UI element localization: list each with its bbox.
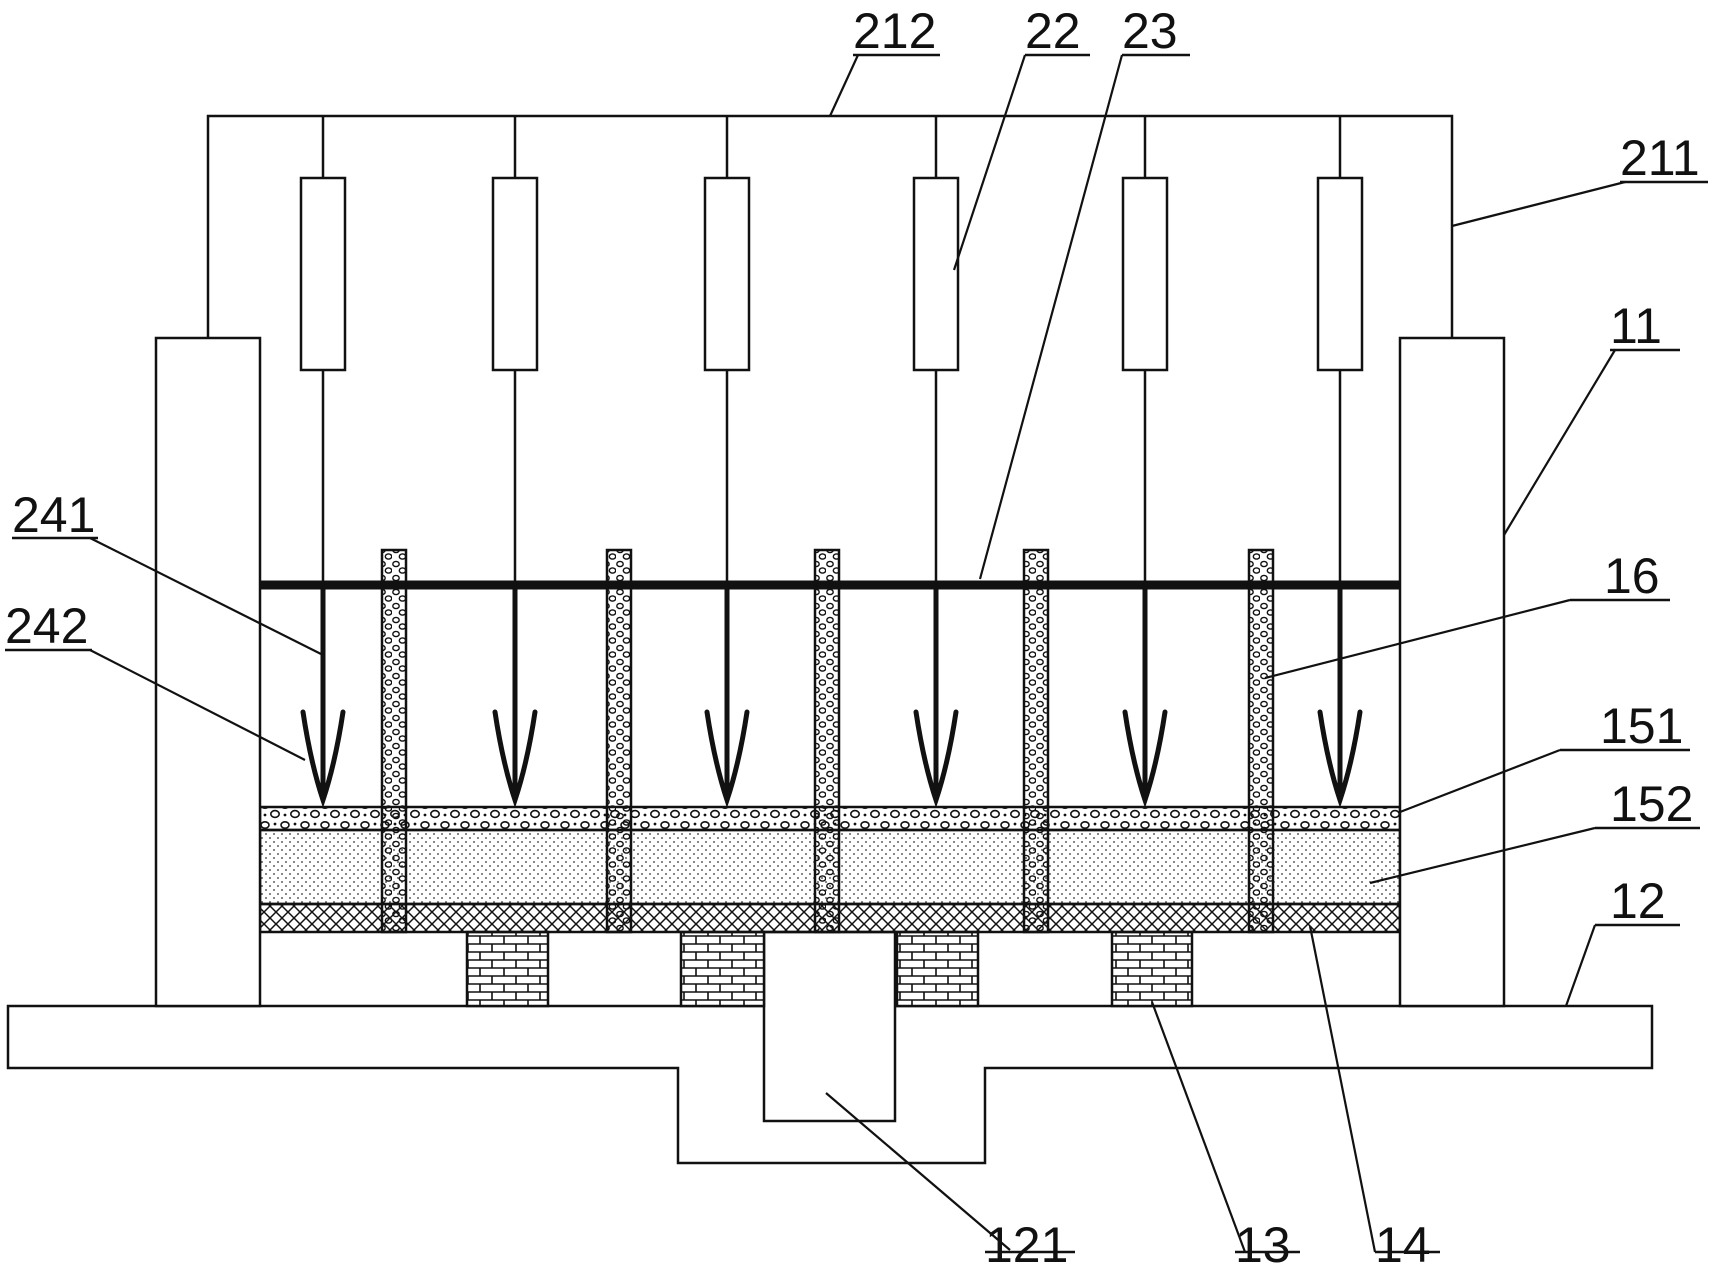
partition-16: [1247, 548, 1275, 934]
hook-242: [300, 709, 346, 808]
leader-23: [978, 54, 1124, 580]
label-22: 22: [1025, 3, 1081, 59]
sump-chamber: [762, 930, 897, 1123]
support-block: [465, 930, 550, 1008]
label-151: 151: [1600, 698, 1683, 754]
actuator-22: [299, 176, 347, 372]
hook-242: [913, 709, 959, 808]
label-152: 152: [1610, 776, 1693, 832]
label-211: 211: [1620, 130, 1700, 186]
label-241: 241: [12, 487, 95, 543]
leader-13: [1150, 1001, 1247, 1253]
leader-211: [1451, 180, 1626, 228]
label-11: 11: [1610, 298, 1662, 354]
actuator-22: [1121, 176, 1169, 372]
label-16: 16: [1604, 548, 1660, 604]
leader-16: [1264, 598, 1571, 680]
partition-16: [380, 548, 408, 934]
actuator-22: [703, 176, 751, 372]
label-23: 23: [1122, 3, 1178, 59]
left-wall: [154, 336, 262, 1008]
actuator-22: [491, 176, 539, 372]
leader-22: [952, 54, 1027, 271]
support-block: [895, 930, 980, 1008]
actuator-rod-group: [299, 116, 1364, 808]
leader-12: [1564, 924, 1597, 1007]
actuator-22: [912, 176, 960, 372]
partition-16: [813, 548, 841, 934]
frame-211: [206, 114, 1454, 338]
partition-group: [380, 548, 1275, 934]
hook-242: [1317, 709, 1363, 808]
hook-242: [1122, 709, 1168, 808]
leader-242: [89, 649, 306, 761]
leader-14: [1308, 925, 1377, 1253]
label-12: 12: [1610, 873, 1666, 929]
label-121: 121: [985, 1217, 1068, 1271]
leader-151: [1399, 748, 1561, 814]
leader-241: [89, 537, 324, 656]
label-212: 212: [853, 3, 936, 59]
partition-16: [1022, 548, 1050, 934]
actuator-22: [1316, 176, 1364, 372]
hook-242: [704, 709, 750, 808]
leader-152: [1369, 826, 1596, 885]
hook-242: [492, 709, 538, 808]
partition-16: [605, 548, 633, 934]
leader-11: [1503, 349, 1616, 536]
support-block: [679, 930, 766, 1008]
right-wall: [1398, 336, 1506, 1008]
leader-212: [829, 54, 859, 117]
support-block: [1110, 930, 1194, 1008]
label-242: 242: [5, 598, 88, 654]
label-13: 13: [1235, 1217, 1291, 1271]
leader-121: [825, 1092, 1011, 1251]
label-14: 14: [1375, 1217, 1431, 1271]
